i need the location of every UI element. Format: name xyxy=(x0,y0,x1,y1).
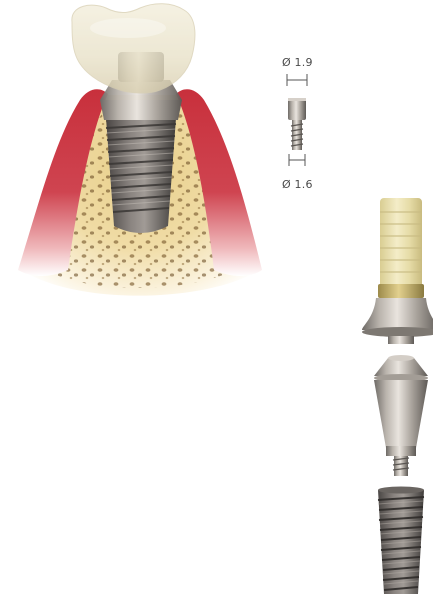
diameter-label-bottom: Ø 1.6 xyxy=(282,178,313,191)
exploded-components xyxy=(362,198,433,594)
small-screw-diagram xyxy=(287,74,307,166)
implant-fixture xyxy=(106,118,176,233)
crown xyxy=(72,4,195,93)
dimension-bracket-top xyxy=(287,74,307,86)
dimension-bracket-bottom xyxy=(289,154,305,166)
implant-body xyxy=(378,487,424,594)
diameter-label-top: Ø 1.9 xyxy=(282,56,313,69)
implant-cross-section xyxy=(18,4,262,296)
abutment xyxy=(374,355,428,476)
impression-coping xyxy=(362,198,433,344)
abutment-neck xyxy=(100,100,182,120)
